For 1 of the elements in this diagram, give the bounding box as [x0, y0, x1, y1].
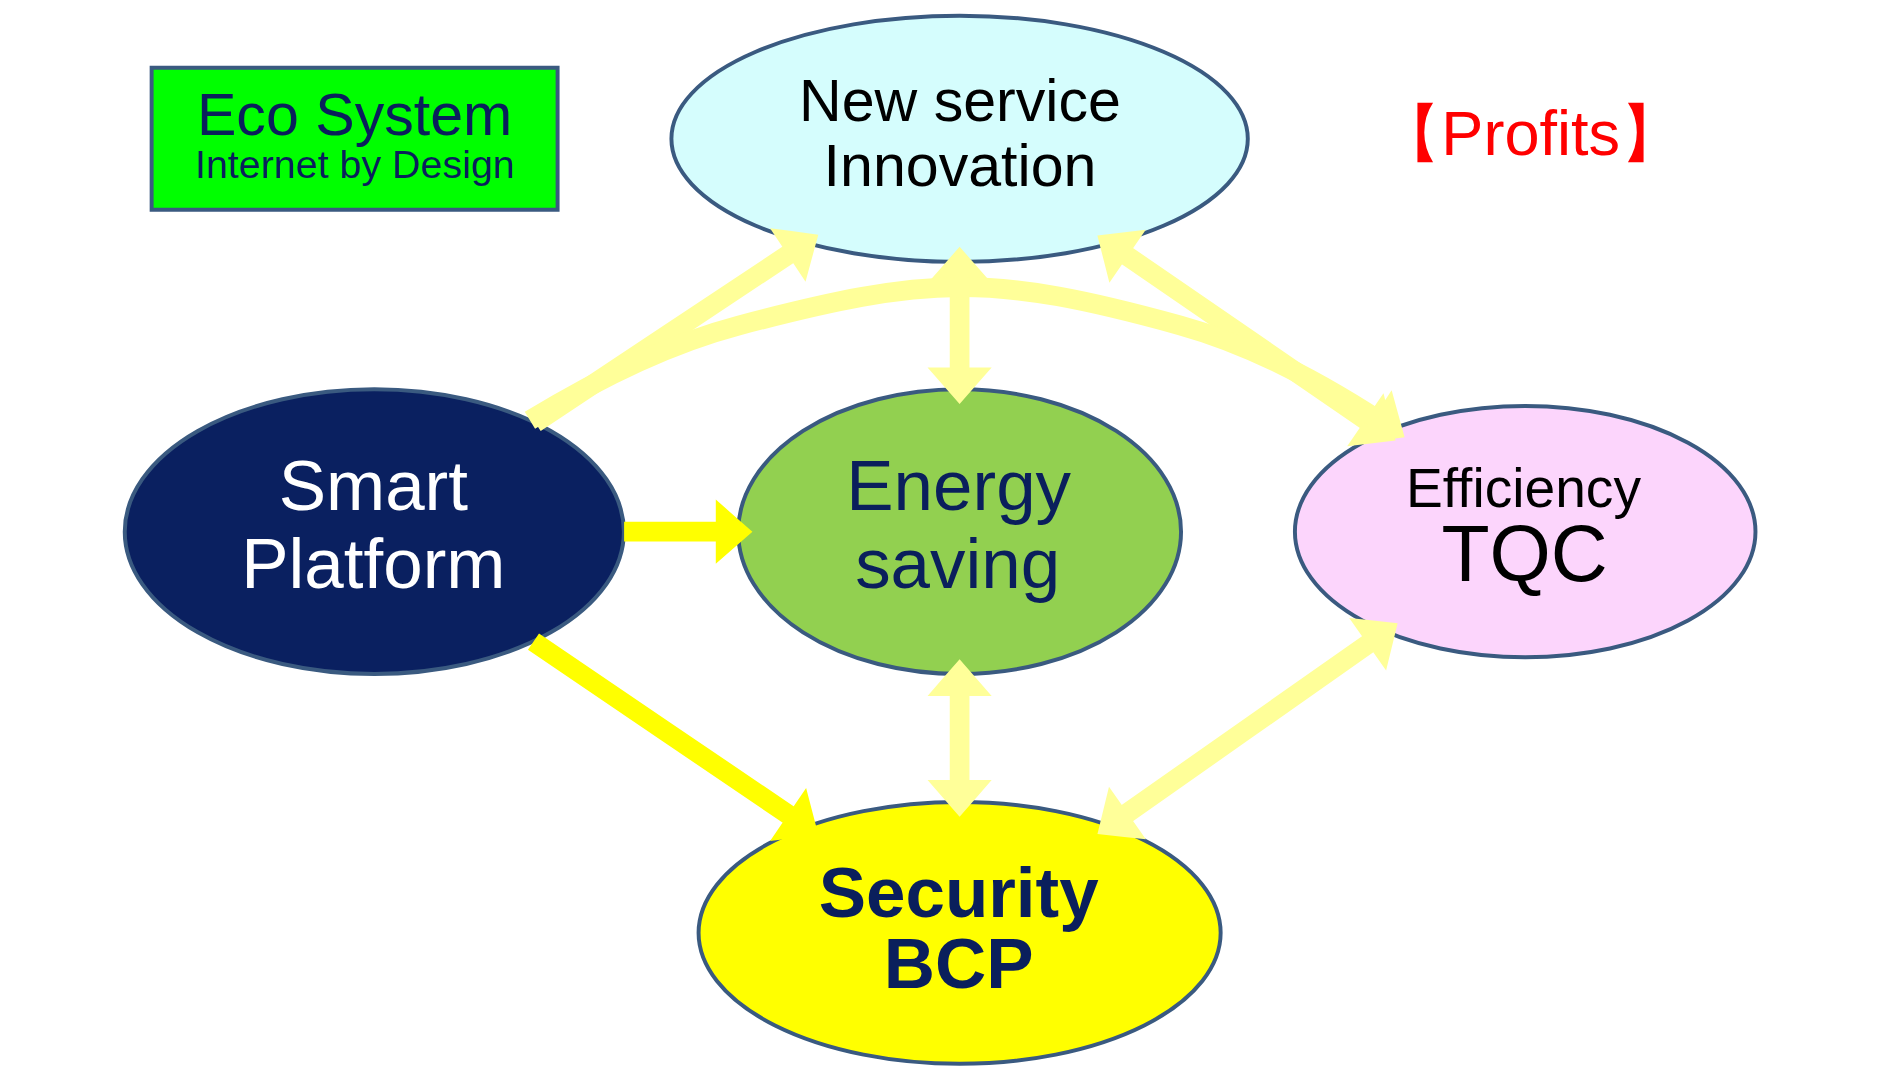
label: 【Profits】	[1378, 97, 1684, 168]
